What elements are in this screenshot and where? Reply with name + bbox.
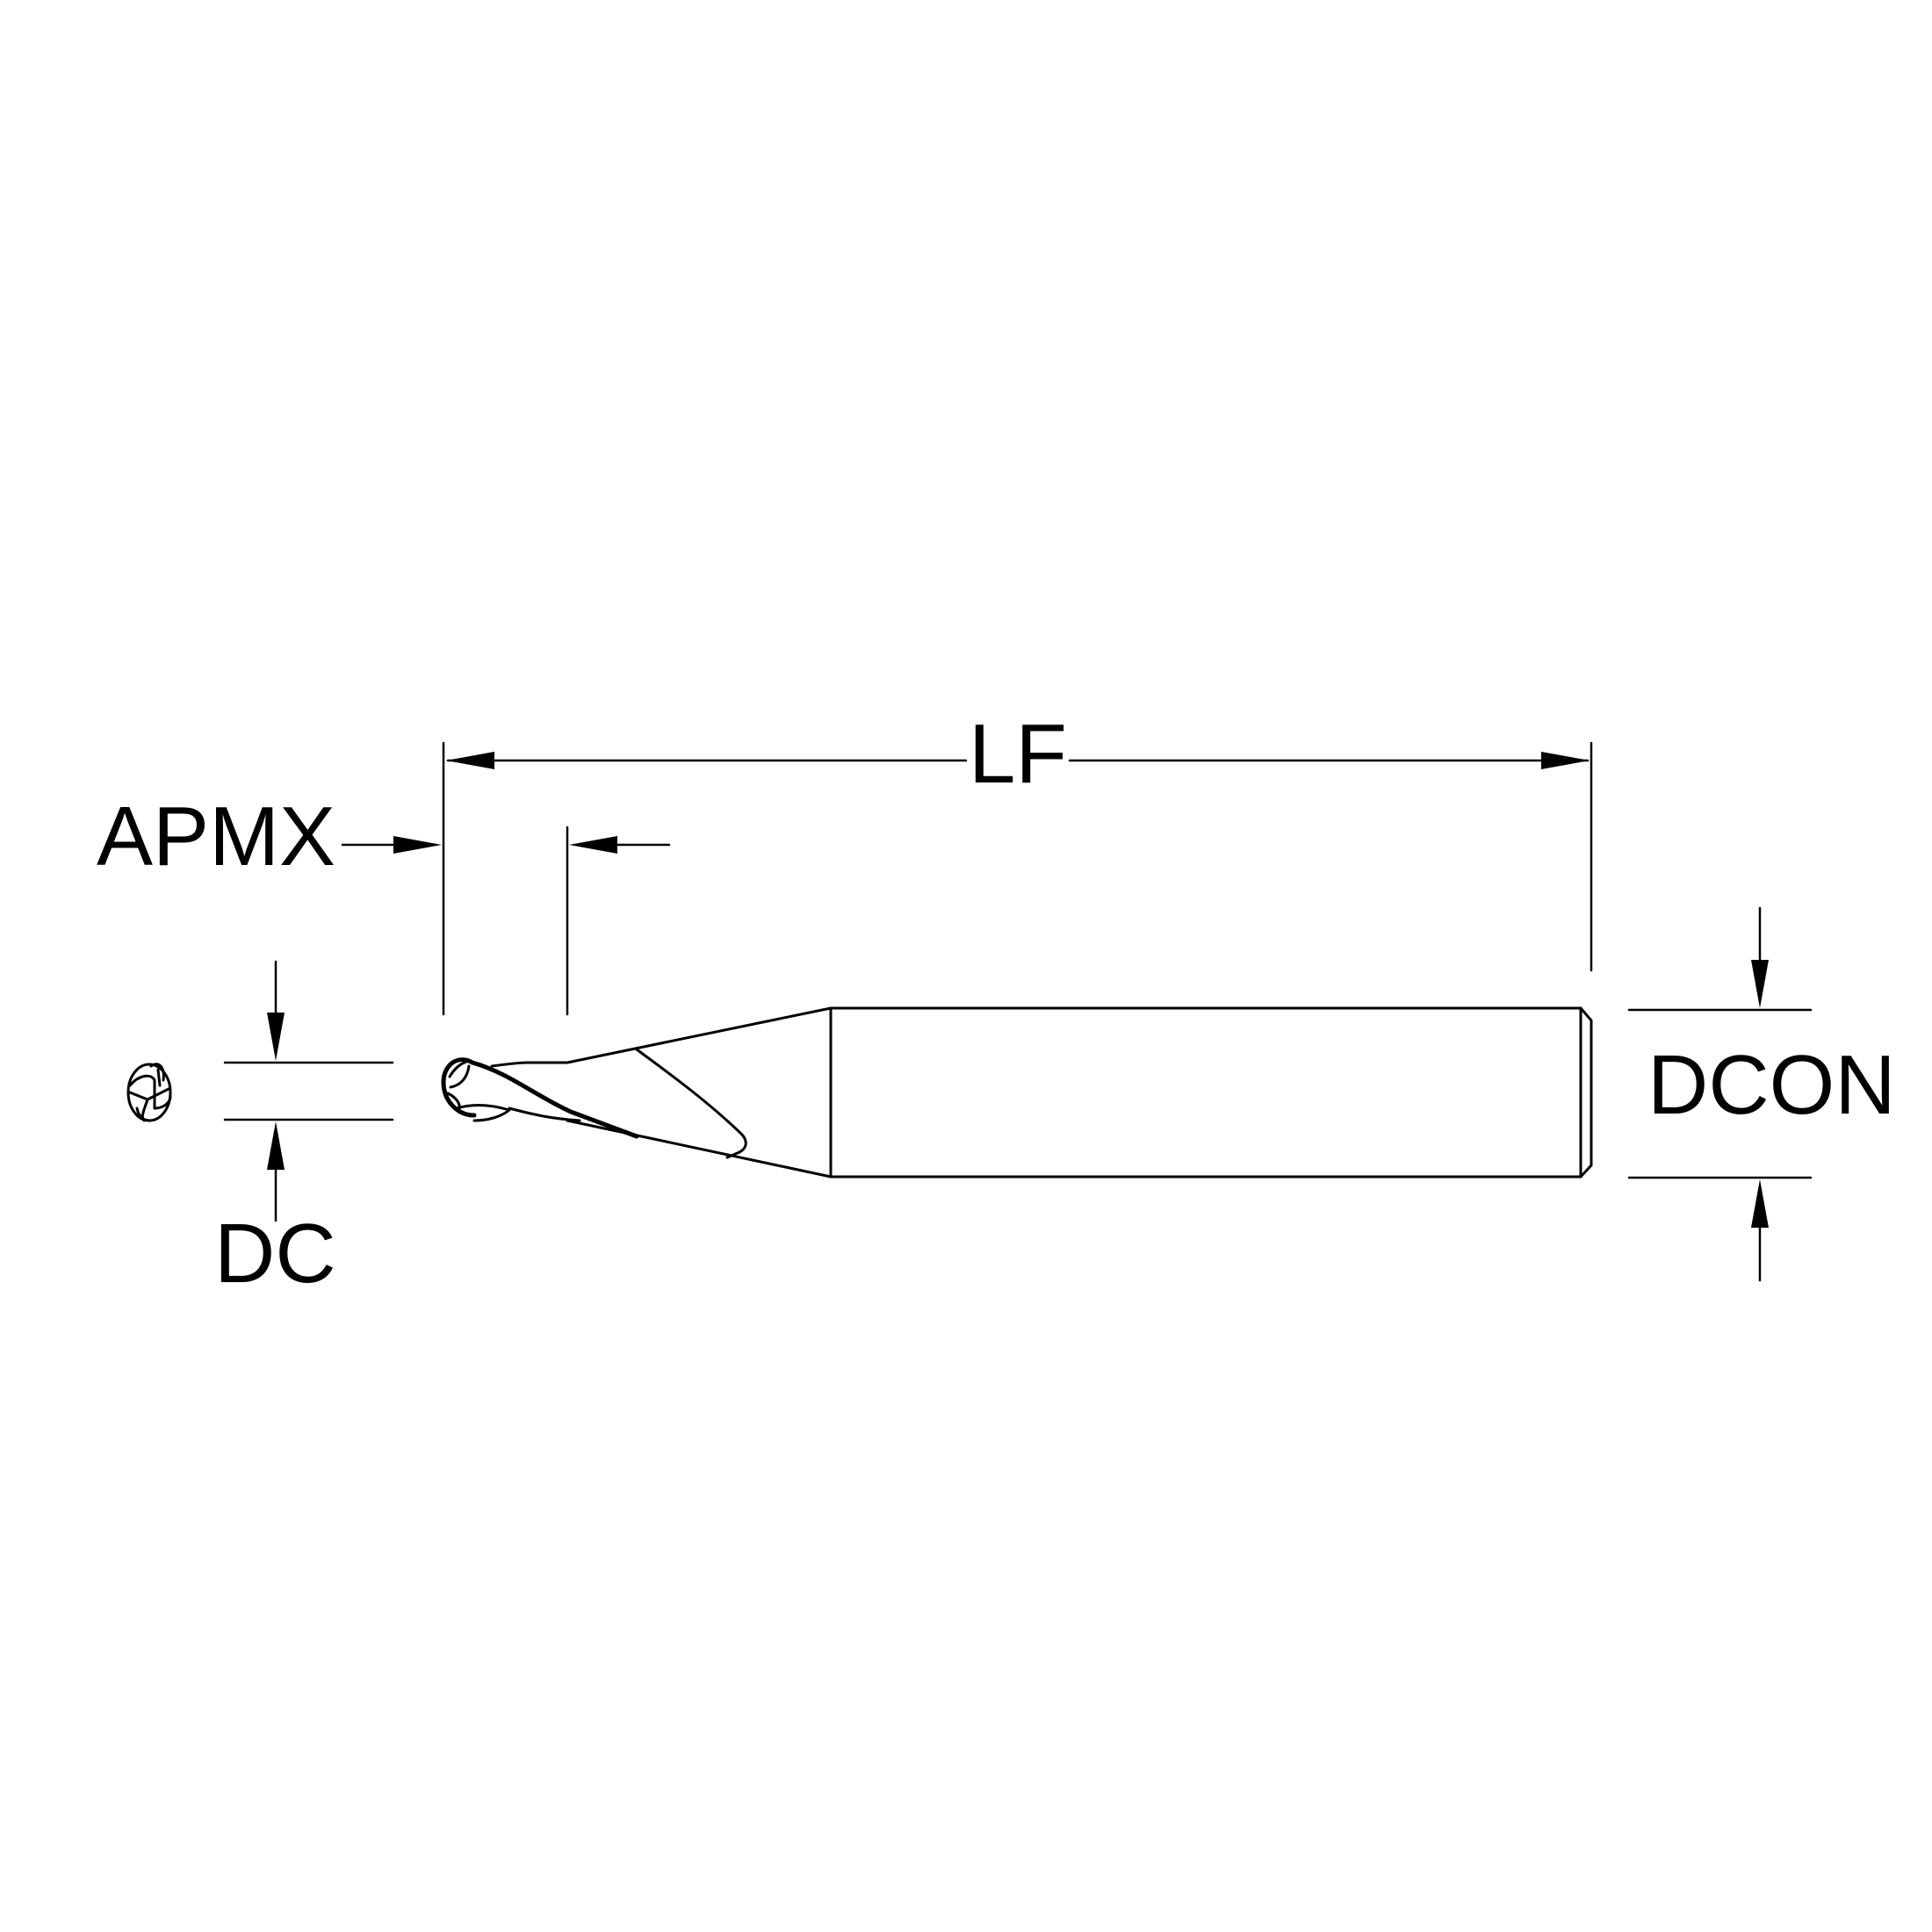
apmx-arrowhead-left xyxy=(393,836,442,854)
lf-label: LF xyxy=(969,707,1067,801)
lf-arrowhead-left xyxy=(446,752,494,769)
ball-nose-detail-4 xyxy=(448,1059,471,1078)
ball-nose-detail-3 xyxy=(455,1103,511,1122)
apmx-dimension: APMX xyxy=(97,789,671,1016)
lf-dimension: LF xyxy=(442,707,1593,1016)
lf-arrowhead-right xyxy=(1541,752,1590,769)
dc-dimension: DC xyxy=(214,960,394,1301)
end-view-icon xyxy=(126,1063,172,1122)
dc-arrowhead-top xyxy=(267,1013,285,1061)
flute-runout xyxy=(635,1048,747,1159)
dc-label: DC xyxy=(214,1207,336,1301)
shank-chamfer xyxy=(1579,1006,1593,1179)
dc-arrowhead-bottom xyxy=(267,1121,285,1170)
flute-edge-top xyxy=(490,1061,569,1068)
ball-nose-detail-1 xyxy=(449,1064,471,1089)
end-mill-tool xyxy=(441,1006,1593,1179)
dcon-arrowhead-bottom xyxy=(1751,1179,1769,1228)
dcon-label: DCON xyxy=(1647,1038,1896,1132)
ball-nose-detail-2 xyxy=(446,1092,461,1114)
apmx-label: APMX xyxy=(97,789,335,883)
dcon-arrowhead-top xyxy=(1751,960,1769,1008)
shank xyxy=(829,1006,1582,1179)
dcon-dimension: DCON xyxy=(1627,906,1896,1282)
neck-taper-bottom xyxy=(566,1119,833,1179)
neck-taper-top xyxy=(566,1006,833,1064)
ball-nose-outline xyxy=(441,1057,477,1118)
flute-edge-bottom xyxy=(508,1107,581,1122)
apmx-arrowhead-right xyxy=(569,836,617,854)
cutting-edge-main xyxy=(470,1060,639,1139)
